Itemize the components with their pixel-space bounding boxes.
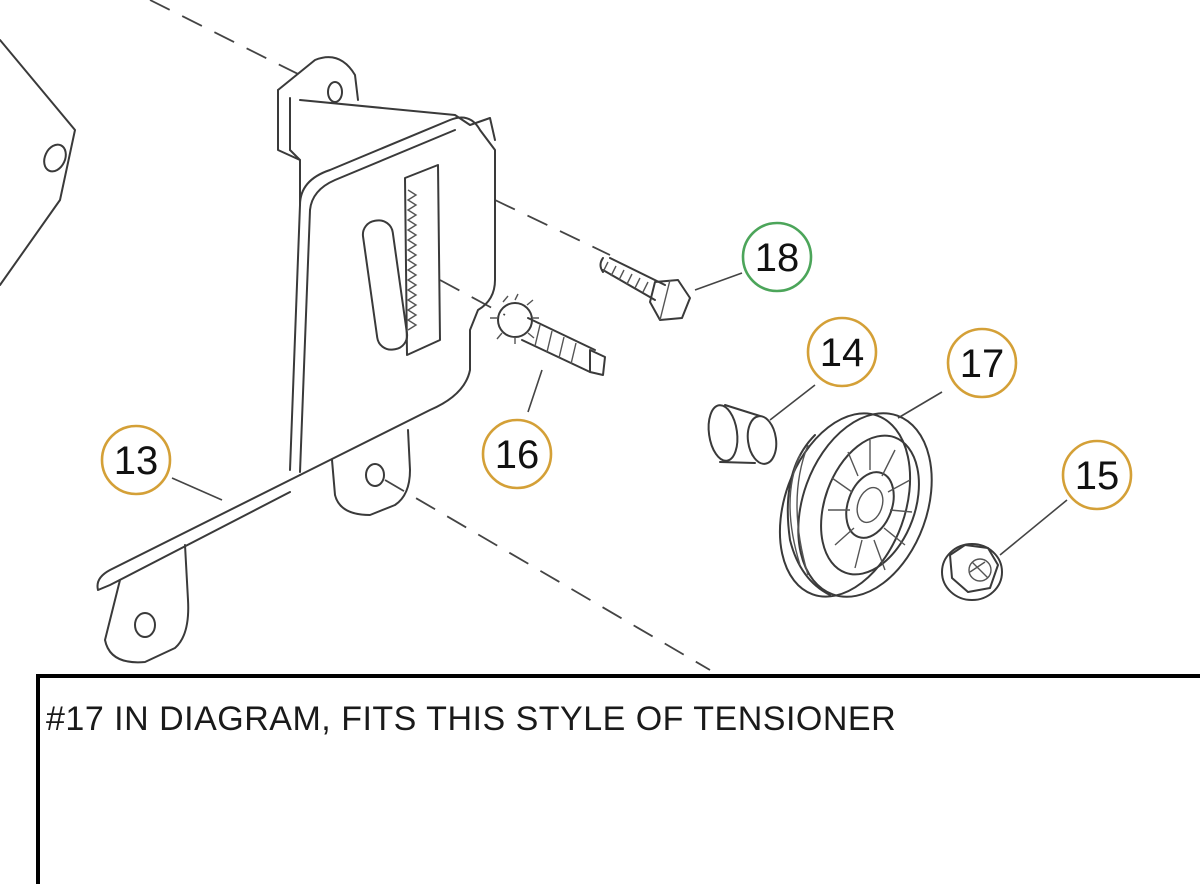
callout-14-label: 14 bbox=[820, 331, 865, 375]
adjuster-screw bbox=[490, 293, 606, 376]
callout-18: 18 bbox=[741, 221, 813, 293]
idler-pulley bbox=[778, 412, 933, 598]
flange-nut bbox=[941, 543, 1003, 601]
callout-16-label: 16 bbox=[495, 433, 540, 477]
bolt bbox=[599, 257, 691, 321]
callout-15: 15 bbox=[1061, 439, 1133, 511]
callout-14: 14 bbox=[806, 316, 878, 388]
callout-17-label: 17 bbox=[960, 342, 1005, 386]
leader-lines bbox=[171, 272, 1068, 556]
callout-15-label: 15 bbox=[1075, 454, 1120, 498]
alignment-lines bbox=[149, 0, 711, 671]
side-plate bbox=[0, 39, 76, 286]
spacer-bushing bbox=[707, 404, 778, 465]
callout-16: 16 bbox=[481, 418, 553, 490]
caption-box: #17 IN DIAGRAM, FITS THIS STYLE OF TENSI… bbox=[36, 674, 1200, 884]
callout-13-label: 13 bbox=[114, 439, 159, 483]
callout-13: 13 bbox=[100, 424, 172, 496]
callout-18-label: 18 bbox=[755, 236, 800, 280]
caption-text: #17 IN DIAGRAM, FITS THIS STYLE OF TENSI… bbox=[46, 700, 897, 738]
tensioner-bracket bbox=[96, 56, 496, 664]
callout-17: 17 bbox=[946, 327, 1018, 399]
